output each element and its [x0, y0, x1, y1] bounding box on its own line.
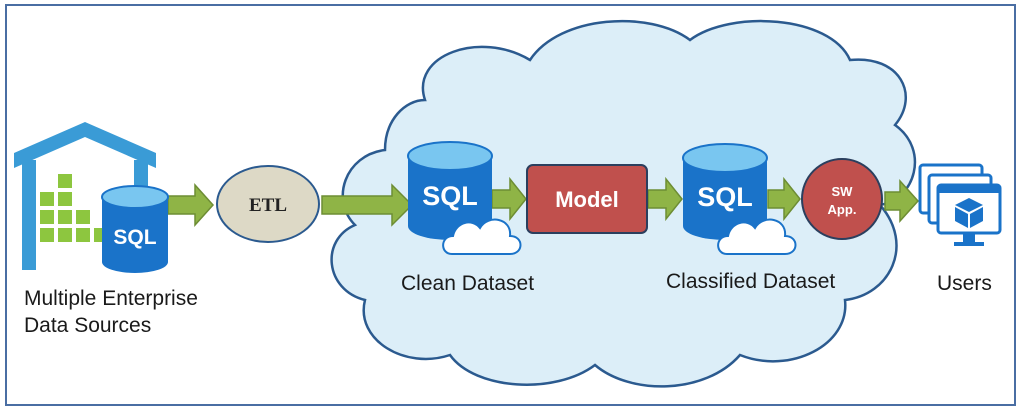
model-text: Model — [555, 187, 619, 212]
clean-cloud-icon — [442, 218, 522, 255]
users-monitors-icon — [918, 163, 1002, 246]
users-label: Users — [937, 272, 992, 295]
classified-db-text: SQL — [697, 182, 753, 212]
sw-app-line2: App. — [828, 202, 857, 217]
classified-cloud-icon — [717, 218, 797, 255]
source-database-icon: SQL — [101, 185, 169, 273]
arrow-clean-to-model — [491, 176, 527, 222]
sources-label-line1: Multiple Enterprise — [24, 287, 198, 310]
arrow-etl-to-clean — [321, 183, 414, 227]
etl-node: ETL — [216, 165, 320, 243]
arrow-app-to-users — [884, 179, 920, 223]
flow-arrows — [167, 176, 920, 227]
source-db-text: SQL — [113, 226, 156, 249]
model-node: Model — [526, 164, 648, 234]
sw-app-line1: SW — [832, 184, 854, 199]
classified-dataset-label: Classified Dataset — [666, 270, 836, 293]
classified-database-icon: SQL — [682, 143, 768, 240]
arrow-model-to-classified — [647, 176, 683, 222]
sw-app-node: SW App. — [801, 158, 883, 240]
sources-label-line2: Data Sources — [24, 314, 152, 337]
clean-db-text: SQL — [422, 181, 478, 211]
clean-dataset-label: Clean Dataset — [401, 272, 535, 295]
etl-text: ETL — [249, 195, 287, 216]
arrow-classified-to-app — [767, 176, 801, 222]
arrow-sources-to-etl — [167, 183, 215, 227]
clean-database-icon: SQL — [407, 141, 493, 240]
